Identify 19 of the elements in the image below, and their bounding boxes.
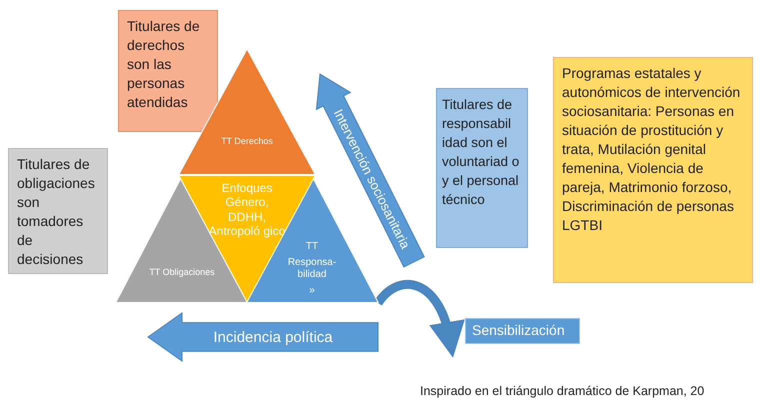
note-box xyxy=(118,10,218,132)
node-text: Titulares de derechos son las personas atendidas xyxy=(127,17,201,112)
node-text: Enfoques Género, DDHH, Antropoló gico xyxy=(208,181,286,239)
node-text: Programas estatales y autonómicos de intervención sociosanitaria: Personas en situación de prostitución y trata, Mutilación genital femenina, Violencia de pareja, Matrimonio forzoso, Discriminación de personas LGTBI xyxy=(562,64,742,235)
note-box xyxy=(436,88,528,248)
node-text: Sensibilización xyxy=(472,321,566,340)
block-arrow xyxy=(148,313,378,361)
caption: Inspirado en el triángulo dramático de Karpman, 20 xyxy=(420,384,704,398)
note-box xyxy=(553,57,753,283)
node-text: TT Obligaciones xyxy=(148,267,216,278)
node-text: » xyxy=(308,285,316,297)
note-box xyxy=(8,148,108,274)
node-text: TT Derechos xyxy=(220,136,274,147)
node-text: TT xyxy=(304,241,320,253)
arrow-label: Incidencia política xyxy=(213,328,333,346)
label-box xyxy=(465,318,580,344)
node-text: Titulares de obligaciones son tomadores de decisiones xyxy=(17,155,96,269)
node-text: Responsa- bilidad xyxy=(286,257,338,281)
node-text: Titulares de responsabil idad son el voluntariad o y el personal técnico xyxy=(442,96,520,209)
